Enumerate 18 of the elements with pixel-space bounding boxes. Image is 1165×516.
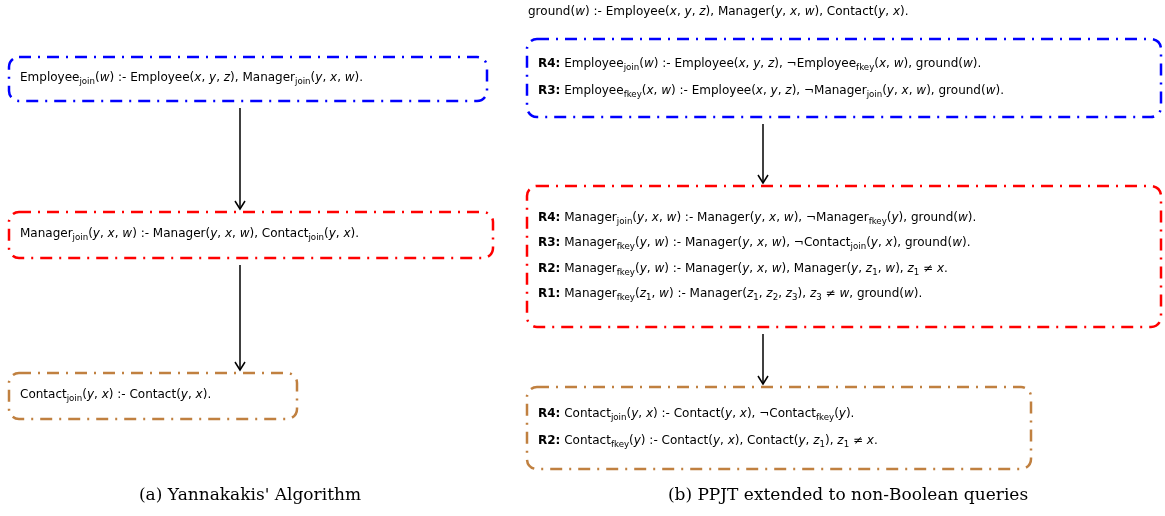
rule-text: Contact$_{join}$(y, x) :- Contact(y, x). bbox=[20, 386, 213, 406]
arrow bbox=[234, 107, 246, 210]
rule-text: Employee$_{join}$(w) :- Employee(x, y, z), Manager$_{join}$(y, x, w). bbox=[20, 69, 365, 89]
arrow bbox=[757, 333, 769, 385]
rule-text: R4: Contact$_{join}$(y, x) :- Contact(y, x), ¬Contact$_{fkey}$(y). bbox=[538, 404, 856, 424]
rule-text: ground(w) :- Employee(x, y, z), Manager(y, x, w), Contact(y, x). bbox=[528, 4, 909, 18]
subfigure-caption: (b) PPJT extended to non-Boolean queries bbox=[667, 484, 1029, 504]
rule-text: Manager$_{join}$(y, x, w) :- Manager(y, x, w), Contact$_{join}$(y, x). bbox=[20, 225, 361, 245]
rule-text: R1: Manager$_{fkey}$(z$_{1}$, w) :- Manager(z$_{1}$, z$_{2}$, z$_{3}$), z$_{3}$ ≠ w, ground(w). bbox=[538, 284, 924, 304]
subfigure-caption: (a) Yannakakis' Algorithm bbox=[138, 484, 362, 504]
rule-text: R4: Employee$_{join}$(w) :- Employee(x, y, z), ¬Employee$_{fkey}$(x, w), ground(w). bbox=[538, 54, 983, 74]
rule-text: R3: Employee$_{fkey}$(x, w) :- Employee(x, y, z), ¬Manager$_{join}$(y, x, w), ground(w). bbox=[538, 82, 1005, 102]
arrow bbox=[234, 264, 246, 371]
rule-text: R2: Manager$_{fkey}$(y, w) :- Manager(y, x, w), Manager(y, z$_{1}$, w), z$_{1}$ ≠ x. bbox=[538, 259, 949, 279]
arrow bbox=[757, 123, 769, 184]
rule-text: R3: Manager$_{fkey}$(y, w) :- Manager(y, x, w), ¬Contact$_{join}$(y, x), ground(w). bbox=[538, 234, 972, 254]
rule-text: R4: Manager$_{join}$(y, x, w) :- Manager(y, x, w), ¬Manager$_{fkey}$(y), ground(w). bbox=[538, 209, 978, 229]
rule-text: R2: Contact$_{fkey}$(y) :- Contact(y, x), Contact(y, z$_{1}$), z$_{1}$ ≠ x. bbox=[538, 432, 879, 452]
